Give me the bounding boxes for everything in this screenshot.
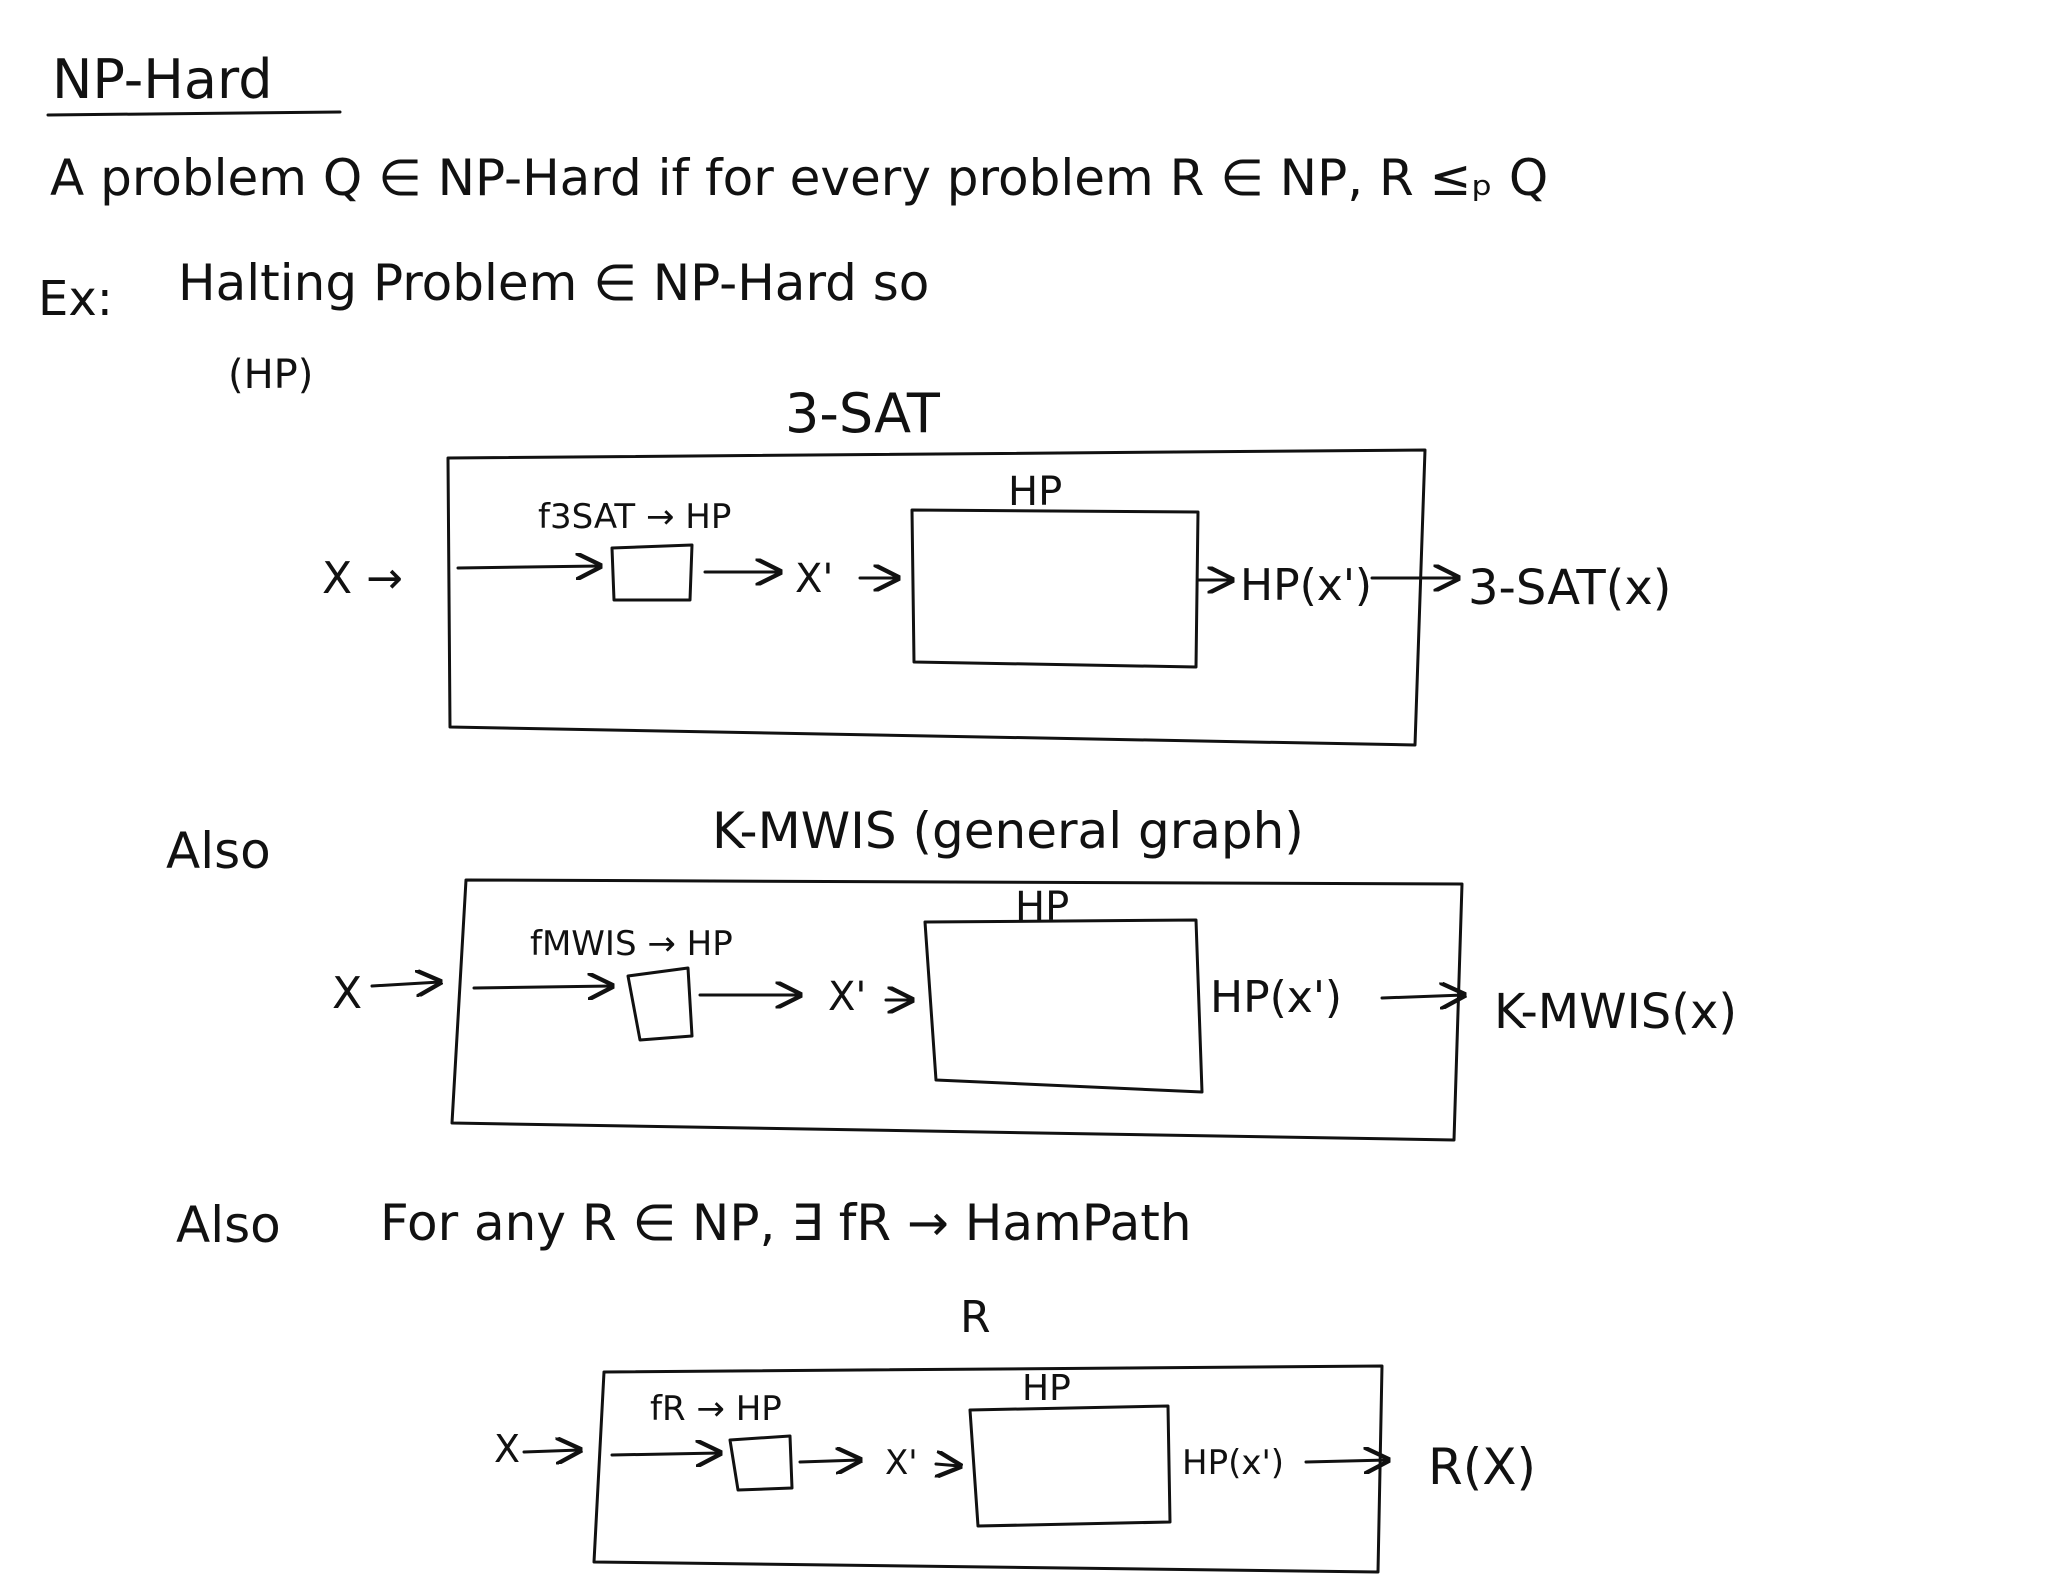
diagram3-input: X (494, 1427, 520, 1471)
diagram3-mid-arrow (798, 1460, 860, 1462)
diagram1-reduction-box (610, 543, 694, 602)
diagram1-input-arrow (456, 566, 600, 568)
diagram2-solver-box (923, 918, 1204, 1094)
diagram3-reduction-label: fR → HP (650, 1389, 782, 1429)
diagram3-input-arrow (610, 1453, 720, 1455)
diagram1-outer-box (446, 448, 1427, 747)
diagram3-pre-arrow (522, 1450, 580, 1452)
diagram2-solver-output: HP(x') (1210, 972, 1342, 1023)
diagram3-title: R (960, 1292, 991, 1343)
page-title: NP-Hard (52, 48, 272, 111)
diagram3-into-solver-arrow (934, 1464, 960, 1466)
diagram2-input-arrow (472, 986, 612, 988)
diagram2-transformed: X' (828, 974, 866, 1020)
diagram2-pre-arrow (370, 982, 440, 986)
diagram1-solver-output: HP(x') (1240, 560, 1372, 611)
diagram3-final-arrow (1304, 1460, 1388, 1462)
diagram1-transformed: X' (795, 556, 833, 602)
diagram2-outer-box (450, 878, 1464, 1142)
diagram2-reduction-label: fMWIS → HP (530, 924, 733, 964)
diagram3-reduction-box (728, 1434, 794, 1492)
also-third-text: For any R ∈ NP, ∃ fR → HamPath (380, 1194, 1192, 1252)
diagram1-title: 3-SAT (785, 382, 941, 445)
example-prefix: Ex: (38, 271, 113, 327)
also-third-prefix: Also (176, 1196, 281, 1254)
diagram1-input: X → (322, 553, 403, 604)
diagram1-solver-box (910, 508, 1200, 669)
diagram2-final-arrow (1380, 995, 1464, 998)
diagram3-final-output: R(X) (1428, 1438, 1536, 1496)
diagram2-input: X (332, 968, 362, 1019)
diagram2-solver-label: HP (1015, 884, 1069, 930)
example-text: Halting Problem ∈ NP-Hard so (178, 254, 929, 312)
diagram2-reduction-box (626, 966, 694, 1042)
diagram3-solver-output: HP(x') (1182, 1443, 1284, 1483)
diagram2-final-output: K-MWIS(x) (1494, 984, 1737, 1040)
diagram3-solver-label: HP (1022, 1368, 1071, 1409)
diagram3-outer-box (592, 1364, 1384, 1574)
example-abbrev: (HP) (228, 352, 313, 398)
diagram2-prefix: Also (166, 822, 271, 880)
title-underline (46, 110, 342, 117)
diagram3-transformed: X' (885, 1443, 918, 1483)
definition-text: A problem Q ∈ NP-Hard if for every probl… (50, 149, 1548, 207)
diagram2-title: K-MWIS (general graph) (712, 802, 1304, 860)
diagram1-final-output: 3-SAT(x) (1468, 560, 1672, 616)
diagram3-solver-box (968, 1404, 1172, 1528)
diagram1-solver-label: HP (1008, 469, 1062, 515)
diagram1-reduction-label: f3SAT → HP (538, 497, 731, 537)
